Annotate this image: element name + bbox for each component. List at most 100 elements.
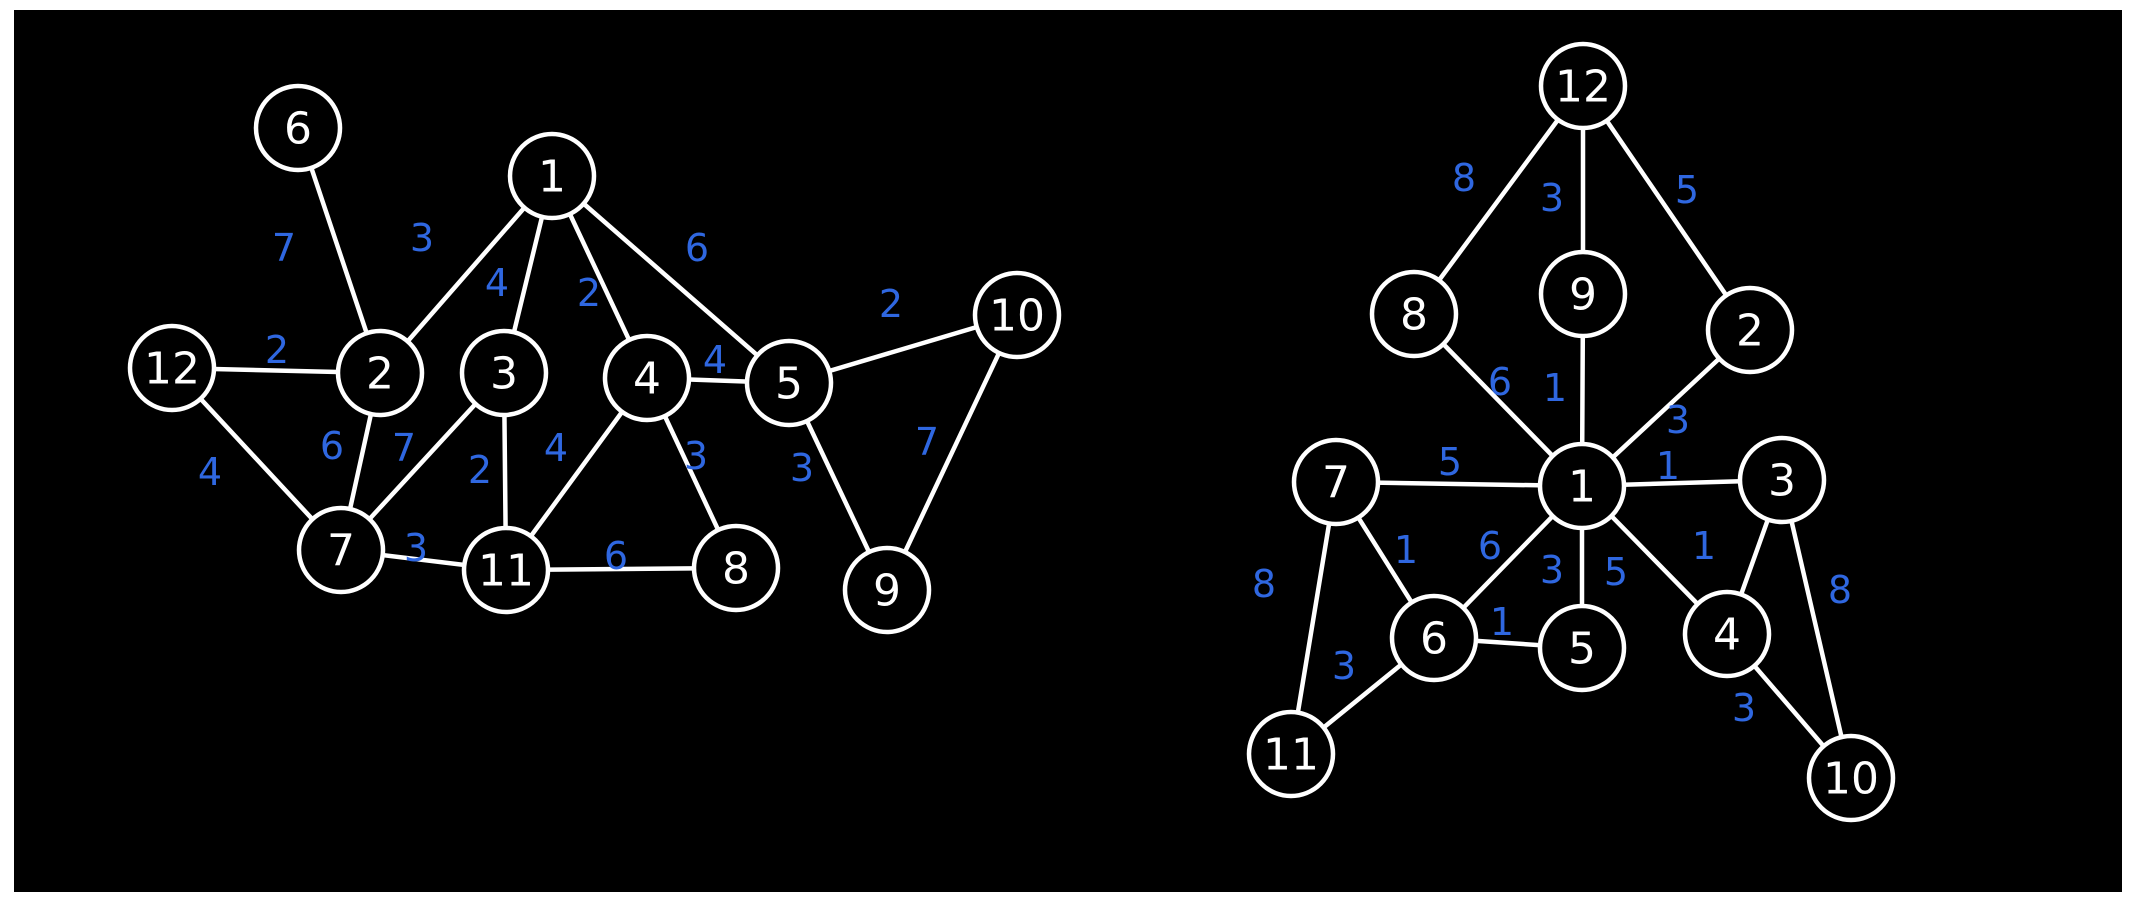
node-circle <box>972 270 1062 360</box>
edge-weight-label: 1 <box>1656 444 1680 488</box>
node-label: 7 <box>327 526 355 577</box>
node-label: 5 <box>775 359 803 410</box>
node-11: 11 <box>1246 709 1336 799</box>
node-5: 5 <box>1537 603 1627 693</box>
node-label: 11 <box>478 546 534 597</box>
node-2: 2 <box>1705 285 1795 375</box>
node-label: 10 <box>1823 754 1879 805</box>
edge-weight-label: 1 <box>1394 528 1418 572</box>
edge-weight-label: 6 <box>1488 360 1512 404</box>
edge-weight-label: 5 <box>1675 168 1699 212</box>
edge-weight-label: 6 <box>604 534 628 578</box>
node-1: 1 <box>507 131 597 221</box>
node-label: 8 <box>1400 290 1428 341</box>
edge-weight-label: 3 <box>1666 398 1690 442</box>
node-4: 4 <box>1682 589 1772 679</box>
node-circle <box>842 545 932 635</box>
edge-weight-label: 7 <box>392 426 416 470</box>
node-circle <box>1537 603 1627 693</box>
node-1: 1 <box>1537 441 1627 531</box>
node-circle <box>507 131 597 221</box>
edge-weight-label: 4 <box>198 450 222 494</box>
node-label: 6 <box>1420 614 1448 665</box>
node-label: 12 <box>1555 62 1611 113</box>
node-7: 7 <box>1291 437 1381 527</box>
node-circle <box>127 323 217 413</box>
edge-weight-label: 3 <box>404 526 428 570</box>
node-circle <box>1291 437 1381 527</box>
edge-weight-label: 7 <box>272 226 296 270</box>
node-3: 3 <box>459 328 549 418</box>
node-circle <box>296 505 386 595</box>
edge-10-9 <box>884 312 1020 593</box>
node-5: 5 <box>744 338 834 428</box>
node-circle <box>335 328 425 418</box>
node-label: 9 <box>873 566 901 617</box>
node-label: 7 <box>1322 458 1350 509</box>
edge-weight-label: 8 <box>1452 156 1476 200</box>
edge-weight-label: 3 <box>1332 644 1356 688</box>
node-6: 6 <box>253 83 343 173</box>
edge-7-11 <box>1288 479 1339 757</box>
node-circle <box>1537 441 1627 531</box>
node-circle <box>253 83 343 173</box>
node-3: 3 <box>1737 435 1827 525</box>
node-circle <box>1369 269 1459 359</box>
node-circle <box>1705 285 1795 375</box>
edge-weight-label: 7 <box>915 420 939 464</box>
edge-weight-label: 2 <box>577 271 601 315</box>
edge-weight-label: 6 <box>685 226 709 270</box>
node-label: 6 <box>284 104 312 155</box>
edge-weight-label: 3 <box>684 434 708 478</box>
node-label: 5 <box>1568 624 1596 675</box>
node-10: 10 <box>1806 733 1896 823</box>
node-label: 8 <box>722 544 750 595</box>
node-circle <box>1682 589 1772 679</box>
node-12: 12 <box>127 323 217 413</box>
edge-layer <box>169 125 1020 593</box>
edge-weight-label: 2 <box>265 328 289 372</box>
node-9: 9 <box>1538 249 1628 339</box>
node-label: 3 <box>1768 456 1796 507</box>
node-circle <box>1538 41 1628 131</box>
node-label: 1 <box>1568 462 1596 513</box>
node-label: 2 <box>1736 306 1764 357</box>
edge-weight-label: 6 <box>1478 524 1502 568</box>
edge-weight-label: 4 <box>485 261 509 305</box>
node-9: 9 <box>842 545 932 635</box>
edge-weight-label: 3 <box>790 446 814 490</box>
node-10: 10 <box>972 270 1062 360</box>
edge-weight-label: 6 <box>320 424 344 468</box>
edge-weight-label: 3 <box>1540 548 1564 592</box>
edge-weight-label: 8 <box>1252 562 1276 606</box>
edge-weight-label: 3 <box>1540 176 1564 220</box>
node-label: 9 <box>1569 270 1597 321</box>
node-8: 8 <box>691 523 781 613</box>
node-circle <box>1389 593 1479 683</box>
node-label: 10 <box>989 291 1045 342</box>
node-circle <box>1246 709 1336 799</box>
edge-weight-label: 4 <box>703 338 727 382</box>
edge-12-2 <box>1580 83 1753 333</box>
edge-weight-label: 5 <box>1604 550 1628 594</box>
edge-weight-label: 3 <box>1732 686 1756 730</box>
node-8: 8 <box>1369 269 1459 359</box>
edge-weight-label: 3 <box>410 216 434 260</box>
edge-weight-label: 8 <box>1828 568 1852 612</box>
edge-weight-label: 5 <box>1438 440 1462 484</box>
node-label: 4 <box>1713 610 1741 661</box>
node-circle <box>461 525 551 615</box>
node-circle <box>744 338 834 428</box>
node-2: 2 <box>335 328 425 418</box>
node-label: 2 <box>366 349 394 400</box>
node-label: 4 <box>633 354 661 405</box>
node-label: 11 <box>1263 730 1319 781</box>
edge-weight-label: 1 <box>1490 600 1514 644</box>
node-circle <box>459 328 549 418</box>
